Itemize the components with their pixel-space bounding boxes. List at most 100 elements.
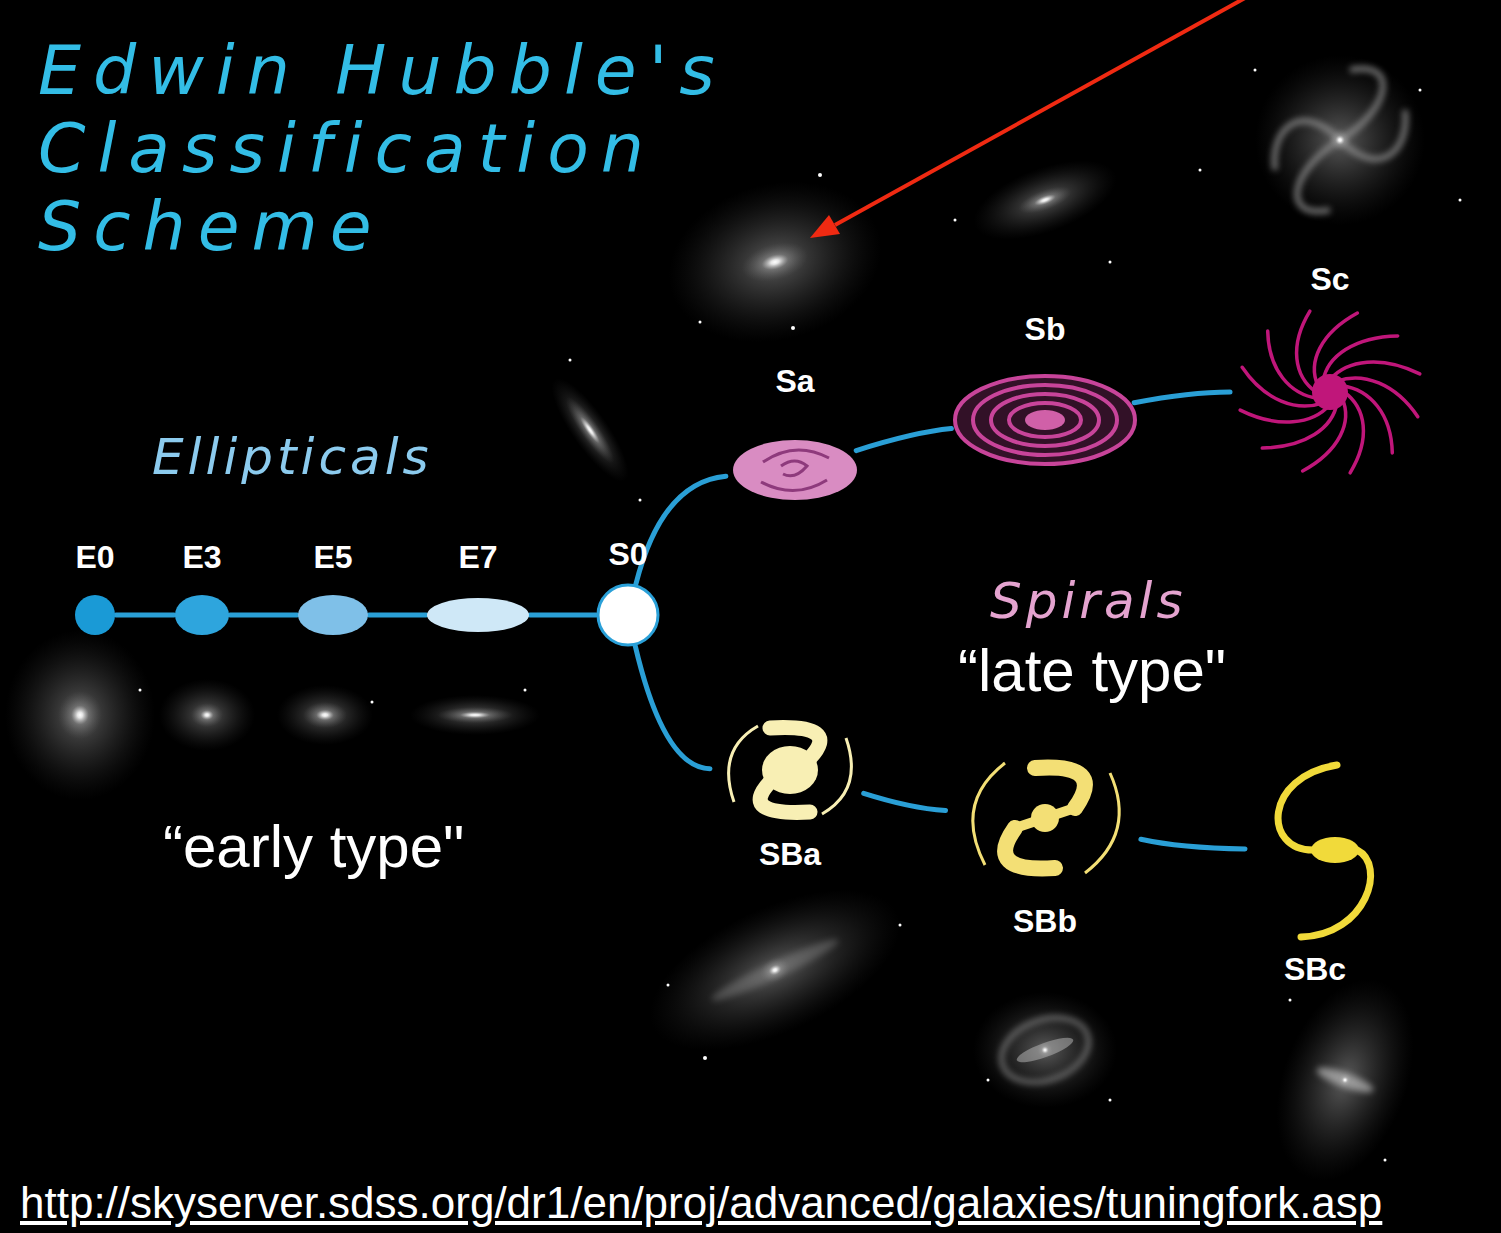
node-shape-part (74, 594, 116, 636)
galaxy-sbb-part (973, 992, 1117, 1108)
fork-branch (530, 613, 596, 618)
galaxy-sbc-part (1251, 960, 1439, 1200)
node-shape (710, 710, 870, 830)
fork-branch (1134, 392, 1230, 403)
stars-part (524, 689, 527, 692)
galaxy-sb-part (964, 144, 1127, 255)
node-shape-part-part (1031, 804, 1059, 832)
fork-branch (636, 476, 726, 584)
node-shape-part-part (729, 726, 758, 802)
galaxy-sbc-part (1335, 1070, 1356, 1091)
node-shape-part-part (991, 394, 1099, 446)
galaxy-sbb-part (1014, 1033, 1075, 1067)
stars-part (1289, 999, 1292, 1002)
node-shape-part-part (75, 595, 115, 635)
fork-branch (1141, 839, 1245, 849)
barred-spiral-sbb: SBb (945, 743, 1145, 940)
node-shape-part-part (781, 461, 807, 476)
node-shape-part-part (1085, 773, 1119, 873)
type-note: “late type" (958, 636, 1226, 705)
diagram-title: Edwin Hubble's Classification Scheme (38, 32, 818, 266)
node-shape-part-part (955, 376, 1135, 464)
node-shape-part-part (175, 595, 229, 635)
type-label: E0 (75, 539, 114, 576)
node-shape-part-part (1312, 374, 1348, 410)
node-shape-part (950, 370, 1140, 470)
galaxy-sc-part (1274, 69, 1405, 212)
stars-part (139, 689, 142, 692)
type-label: SBc (1284, 951, 1346, 988)
node-shape-part (1230, 302, 1430, 482)
type-label: S0 (608, 536, 647, 573)
galaxy-sc-part (1255, 55, 1425, 225)
stars-part (1109, 1099, 1112, 1102)
node-shape-part-part (1240, 405, 1330, 422)
type-label: Sc (1310, 261, 1349, 298)
galaxy-e3 (159, 679, 255, 751)
stars-part (699, 321, 702, 324)
node-shape (596, 583, 660, 647)
galaxy-e7-part (410, 695, 540, 735)
stars-part (954, 219, 957, 222)
spiral-sc: Sc (1230, 261, 1430, 482)
node-shape-part-part (761, 480, 827, 491)
galaxy-e5 (277, 685, 373, 745)
stars-part (667, 984, 670, 987)
galaxy-sbc-part (1314, 1063, 1375, 1097)
barred-spiral-sbc: SBc (1245, 755, 1385, 988)
node-shape (74, 594, 116, 636)
pointer-arrow (810, 0, 1245, 238)
node-shape (1245, 755, 1385, 945)
stars-part (569, 359, 572, 362)
node-shape (426, 597, 530, 633)
galaxy-s0 (540, 369, 641, 491)
stars-part (899, 924, 902, 927)
node-shape-part-part (1301, 850, 1371, 937)
node-shape-part-part (1009, 403, 1081, 437)
node-shape-part-part (973, 763, 1005, 865)
elliptical-e5: E5 (297, 539, 369, 636)
node-shape-part (426, 597, 530, 633)
galaxy-sa (650, 159, 899, 366)
galaxy-e3-part (191, 703, 223, 727)
galaxy-e7-part (437, 707, 513, 723)
galaxy-sb (964, 144, 1127, 255)
stars-part (1384, 1159, 1387, 1162)
galaxy-e0 (5, 630, 155, 800)
stars-part (1419, 89, 1422, 92)
galaxy-sc-part (1328, 128, 1352, 152)
fork-branch (116, 613, 174, 618)
node-shape-part-part (762, 746, 818, 794)
node-shape (174, 594, 230, 636)
node-shape (297, 594, 369, 636)
type-label: SBa (759, 836, 821, 873)
node-shape-part-part (1337, 378, 1418, 417)
galaxy-e5-part (277, 685, 373, 745)
spiral-sa: Sa (725, 363, 865, 510)
node-shape-part (1245, 755, 1385, 945)
pointer-arrow-part (810, 215, 840, 238)
galaxy-sc-part-part (1297, 140, 1340, 211)
fork-branch (864, 793, 946, 810)
galaxy-sb-part (1015, 181, 1074, 219)
node-shape-part-part (1005, 828, 1055, 869)
node-shape-part-part (1025, 410, 1065, 430)
stars-part (1199, 169, 1202, 172)
source-url: http://skyserver.sdss.org/dr1/en/proj/ad… (20, 1178, 1382, 1228)
stars-part (818, 173, 822, 177)
galaxy-e5-part (303, 702, 347, 728)
galaxy-sba-part (708, 933, 842, 1007)
node-shape-part (297, 594, 369, 636)
galaxy-s0-part (540, 369, 641, 491)
elliptical-e0: E0 (74, 539, 116, 636)
galaxy-sba (626, 857, 923, 1083)
group-heading: Ellipticals (152, 428, 433, 486)
type-label: Sa (775, 363, 814, 400)
galaxy-sbb-part (992, 1006, 1097, 1093)
node-shape-part-part (1344, 392, 1363, 473)
galaxy-sc (1255, 55, 1425, 225)
node-shape-part-part (1311, 837, 1359, 863)
stars-part (371, 701, 374, 704)
stars-part (791, 326, 795, 330)
